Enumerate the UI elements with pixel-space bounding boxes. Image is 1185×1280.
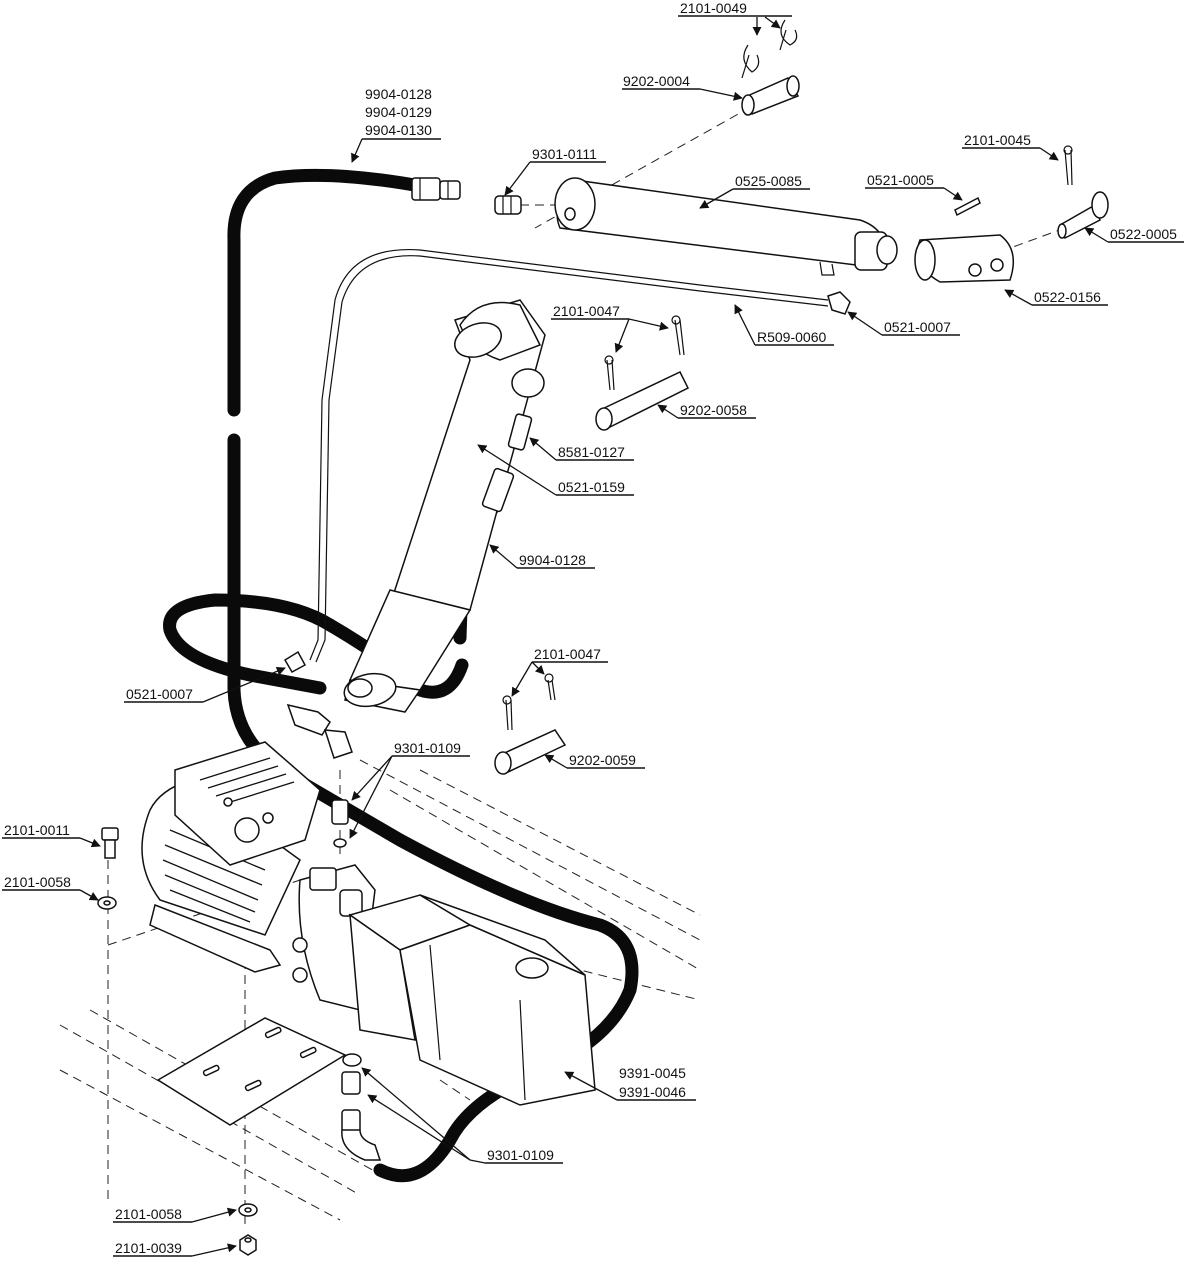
mounting-plate — [156, 1017, 347, 1126]
callout-0522-0156: 0522-0156 — [1034, 289, 1101, 305]
cotter-pins-2101-0047-bottom — [502, 673, 556, 731]
cylinder-0525-0085 — [554, 177, 898, 276]
callout-9391-0046: 9391-0046 — [619, 1084, 686, 1100]
pin-0522-0005 — [1057, 191, 1109, 240]
callout-9904-0128: 9904-0128 — [365, 86, 432, 102]
pin-9202-0004 — [741, 75, 800, 116]
callout-2101-0045: 2101-0045 — [964, 132, 1031, 148]
reservoir-9391-0045 — [348, 894, 596, 1106]
r-clip-2101-0049 — [741, 19, 798, 79]
callout-0521-0007-top: 0521-0007 — [884, 319, 951, 335]
electric-motor — [141, 741, 321, 973]
fitting-9301-0111 — [494, 195, 522, 215]
callout-9202-0058: 9202-0058 — [680, 402, 747, 418]
tube-r509-0060 — [309, 248, 829, 663]
roll-pin-0521-0005 — [954, 196, 981, 217]
hose-end-fitting — [411, 177, 461, 201]
bolt-2101-0011 — [101, 827, 119, 859]
lift-cylinder-0521-0159 — [343, 299, 546, 713]
callout-0521-0007-lower: 0521-0007 — [126, 686, 193, 702]
nut-2101-0039 — [239, 1234, 257, 1256]
callout-2101-0058-bottom: 2101-0058 — [115, 1206, 182, 1222]
callout-9904-0129: 9904-0129 — [365, 104, 432, 120]
washer-2101-0058-top — [97, 896, 117, 910]
hose-9904-0128-long — [227, 168, 639, 1183]
callout-2101-0049: 2101-0049 — [680, 0, 747, 16]
callout-2101-0047-bottom: 2101-0047 — [534, 646, 601, 662]
callout-9301-0109-top: 9301-0109 — [394, 740, 461, 756]
callout-2101-0047-top: 2101-0047 — [553, 303, 620, 319]
callout-0525-0085: 0525-0085 — [735, 173, 802, 189]
fitting-8581-0127 — [507, 413, 533, 451]
callout-9904-0128-short: 9904-0128 — [519, 552, 586, 568]
callout-leaders — [2, 15, 1184, 1257]
callout-2101-0011: 2101-0011 — [4, 822, 70, 838]
callout-r509-0060: R509-0060 — [757, 329, 826, 345]
callout-9202-0004: 9202-0004 — [623, 73, 690, 89]
callout-0522-0005: 0522-0005 — [1110, 226, 1177, 242]
elbow-0521-0007-top — [827, 291, 851, 315]
cotter-pins-2101-0047-top — [604, 315, 685, 391]
callout-9904-0130: 9904-0130 — [365, 122, 432, 138]
pin-9202-0058 — [595, 371, 690, 431]
cotter-pin-2101-0045 — [1063, 145, 1073, 186]
clevis-0522-0156 — [914, 234, 1015, 283]
callout-9202-0059: 9202-0059 — [569, 752, 636, 768]
washer-2101-0058-bottom — [238, 1203, 258, 1217]
elbow-0521-0007-lower — [283, 650, 307, 674]
fitting-9301-0109-top — [331, 799, 349, 848]
callout-2101-0058-top: 2101-0058 — [4, 874, 71, 890]
callout-0521-0159: 0521-0159 — [558, 479, 625, 495]
callout-9391-0045: 9391-0045 — [619, 1065, 686, 1081]
callout-9301-0111: 9301-0111 — [532, 146, 597, 162]
pin-9202-0059 — [494, 729, 567, 775]
callout-labels: 2101-0049 9202-0004 9904-0128 9904-0129 … — [4, 0, 1177, 1256]
callout-9301-0109-lower: 9301-0109 — [487, 1147, 554, 1163]
callout-8581-0127: 8581-0127 — [558, 444, 625, 460]
fitting-9301-0109-lower — [341, 1053, 382, 1161]
hose-elbow-fitting — [286, 703, 353, 759]
callout-0521-0005: 0521-0005 — [867, 172, 934, 188]
hose-end-lift — [481, 467, 515, 513]
callout-2101-0039: 2101-0039 — [115, 1240, 182, 1256]
